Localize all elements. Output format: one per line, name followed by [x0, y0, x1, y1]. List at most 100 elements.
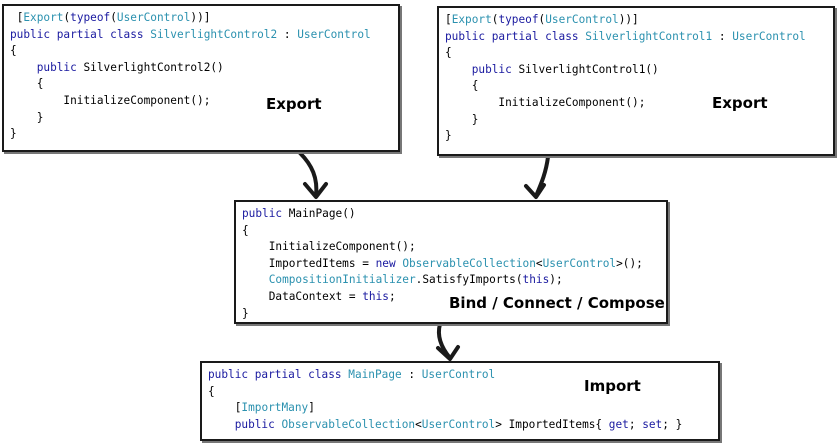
code-line: ImportedItems = new ObservableCollection… [242, 257, 643, 270]
code-keyword: public [471, 62, 512, 76]
code-text: ( [63, 11, 71, 24]
code-type-name: SilverlightControl1 [585, 29, 713, 43]
code-text: < [415, 417, 422, 431]
code-line: public SilverlightControl1() [445, 63, 659, 76]
code-line: public partial class SilverlightControl2… [10, 28, 371, 41]
mainpage-constructor-box: public MainPage() { InitializeComponent(… [234, 200, 668, 324]
code-text: { [10, 77, 44, 91]
code-text: ))] [190, 11, 211, 24]
code-text: InitializeComponent(); [10, 93, 211, 107]
code-text: MainPage() [282, 207, 356, 220]
code-text: { [445, 46, 452, 60]
code-line: { [242, 224, 249, 237]
code-block-mainpage-import: public partial class MainPage : UserCont… [208, 367, 682, 433]
code-text: ] [308, 401, 315, 415]
code-text [445, 63, 472, 76]
code-text: ImportedItems = [242, 256, 376, 270]
code-type-name: UserControl [732, 29, 806, 43]
code-line: [Export(typeof(UserControl))] [10, 11, 211, 24]
code-line: { [445, 79, 479, 93]
code-text: DataContext = [242, 289, 363, 303]
code-type-name: Export [23, 11, 64, 24]
export-caption-right: Export [712, 94, 768, 112]
code-text: ( [538, 13, 546, 26]
code-text: } [10, 110, 44, 124]
code-keyword: get [608, 417, 629, 431]
import-box-mainpage: public partial class MainPage : UserCont… [200, 361, 720, 441]
code-keyword: public partial class [445, 29, 586, 43]
import-caption: Import [584, 377, 641, 395]
code-block-silverlightcontrol2: [Export(typeof(UserControl))] public par… [10, 10, 371, 143]
code-line: } [242, 307, 249, 320]
code-type-name: UserControl [421, 368, 496, 381]
code-type-name: ObservableCollection [281, 417, 416, 431]
code-line: [Export(typeof(UserControl))] [445, 13, 639, 26]
code-type-name: ObservableCollection [402, 256, 536, 270]
code-text [10, 61, 37, 74]
export-caption-left: Export [266, 95, 322, 113]
code-type-name: UserControl [297, 27, 371, 41]
code-text: SilverlightControl1() [511, 62, 659, 76]
code-type-name: UserControl [542, 256, 617, 270]
code-type-name: UserControl [421, 417, 496, 431]
export-box-silverlightcontrol2: [Export(typeof(UserControl))] public par… [2, 4, 400, 152]
code-line: } [10, 127, 17, 140]
code-text: : [401, 368, 422, 381]
arrow-export1-to-main [524, 155, 550, 199]
code-keyword: public [234, 417, 275, 431]
code-text: } [445, 112, 479, 126]
code-line: InitializeComponent(); [10, 94, 210, 107]
code-text: ))] [618, 13, 639, 26]
code-text: ( [110, 11, 117, 24]
code-text: [ [16, 11, 24, 24]
code-text: ); [549, 273, 563, 287]
code-keyword: public partial class [10, 27, 151, 41]
code-text: { [445, 79, 479, 93]
code-text: : [277, 27, 298, 41]
code-keyword: new [375, 256, 396, 270]
code-text: InitializeComponent(); [445, 95, 646, 109]
code-type-name: SilverlightControl2 [150, 27, 278, 41]
code-line: } [445, 129, 452, 142]
code-line: { [10, 77, 44, 91]
code-text: [ [445, 13, 452, 26]
code-text: InitializeComponent(); [242, 240, 416, 254]
code-line: public MainPage() [242, 207, 356, 220]
code-line: public partial class SilverlightControl1… [445, 30, 806, 43]
code-line: { [208, 385, 215, 398]
code-text: SilverlightControl2() [76, 60, 224, 74]
code-keyword: public [36, 60, 77, 74]
code-block-silverlightcontrol1: [Export(typeof(UserControl))] public par… [445, 12, 806, 145]
code-text: [ [208, 401, 242, 415]
code-text: ; [388, 289, 396, 303]
code-text: : [712, 29, 733, 43]
code-type-name: UserControl [545, 13, 619, 26]
code-type-name: ImportMany [241, 401, 309, 415]
code-text: { [208, 384, 215, 398]
code-keyword: set [642, 417, 663, 431]
code-text: ( [491, 13, 499, 26]
code-text [208, 418, 235, 431]
code-keyword: typeof [498, 13, 539, 26]
arrow-main-to-import [436, 322, 460, 361]
code-text: { [242, 223, 249, 237]
code-line: public ObservableCollection<UserControl>… [208, 417, 683, 431]
code-text [242, 273, 269, 286]
code-keyword: public [242, 207, 283, 220]
code-line: InitializeComponent(); [445, 96, 645, 109]
code-type-name: UserControl [116, 11, 191, 24]
code-text: } [445, 129, 452, 143]
code-line: [ImportMany] [208, 401, 315, 414]
code-keyword: typeof [70, 11, 111, 24]
code-text: } [10, 127, 17, 141]
code-type-name: MainPage [348, 368, 402, 381]
code-line: CompositionInitializer.SatisfyImports(th… [242, 273, 563, 286]
code-text: > ImportedItems{ [495, 417, 609, 431]
code-text: { [10, 44, 17, 58]
code-line: } [10, 110, 44, 124]
code-keyword: public partial class [208, 368, 349, 381]
code-text: } [242, 306, 249, 320]
code-type-name: CompositionInitializer [268, 273, 416, 287]
code-text: ; [628, 417, 643, 431]
